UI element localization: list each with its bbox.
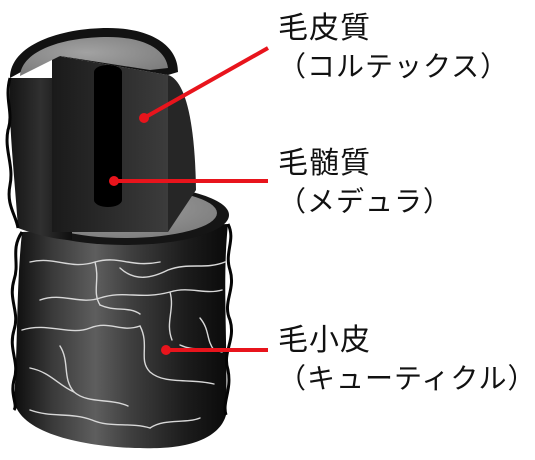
label-cortex-reading: （コルテックス） bbox=[278, 50, 510, 83]
hair-shaft-lower bbox=[10, 223, 233, 449]
label-medulla-name: 毛髄質 bbox=[278, 146, 371, 181]
cuticle-leader-dot bbox=[161, 345, 171, 355]
label-medulla-reading: （メデュラ） bbox=[278, 185, 453, 218]
label-cortex: 毛皮質 （コルテックス） bbox=[278, 10, 509, 86]
cortex-leader-dot bbox=[139, 113, 149, 123]
label-medulla: 毛髄質 （メデュラ） bbox=[278, 145, 452, 221]
medulla-core bbox=[94, 65, 122, 207]
hair-shaft-upper bbox=[5, 28, 196, 240]
label-cuticle: 毛小皮 （キューティクル） bbox=[278, 322, 535, 398]
label-cortex-name: 毛皮質 bbox=[278, 11, 371, 46]
medulla-leader-dot bbox=[109, 176, 119, 186]
leader-lines bbox=[109, 46, 269, 355]
label-cuticle-reading: （キューティクル） bbox=[278, 362, 535, 395]
label-cuticle-name: 毛小皮 bbox=[278, 323, 371, 358]
cortex-leader-line bbox=[143, 46, 269, 120]
